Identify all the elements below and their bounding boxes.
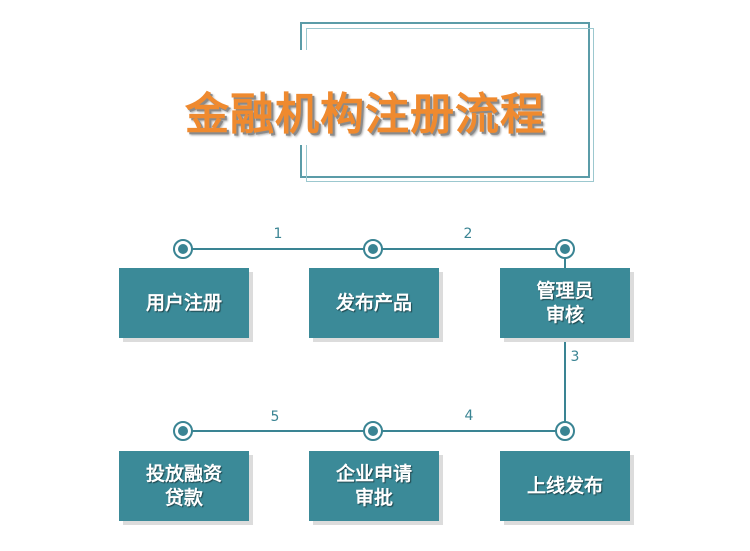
step-number-1: 1 [273, 226, 283, 242]
step-label-loan-financing: 投放融资 贷款 [145, 463, 222, 509]
node-marker-2 [363, 239, 383, 259]
step-number-5: 5 [270, 409, 280, 425]
step-box-go-live: 上线发布 [500, 451, 630, 521]
step-number-2: 2 [463, 226, 473, 242]
node-marker-5 [363, 421, 383, 441]
step-box-user-register: 用户注册 [119, 268, 249, 338]
title-frame-gap [290, 50, 310, 145]
step-label-enterprise-apply: 企业申请 审批 [335, 463, 412, 509]
step-label-admin-review: 管理员 审核 [536, 280, 594, 326]
diagram-title: 金融机构注册流程 [185, 89, 545, 140]
step-box-loan-financing: 投放融资 贷款 [119, 451, 249, 521]
step-label-user-register: 用户注册 [145, 292, 222, 314]
step-box-publish-product: 发布产品 [309, 268, 439, 338]
step-box-admin-review: 管理员 审核 [500, 268, 630, 338]
step-label-go-live: 上线发布 [526, 475, 603, 497]
step-label-publish-product: 发布产品 [335, 292, 412, 314]
node-marker-1 [173, 239, 193, 259]
node-marker-3 [555, 239, 575, 259]
step-number-3: 3 [570, 349, 580, 365]
step-number-4: 4 [464, 408, 474, 424]
node-marker-4 [555, 421, 575, 441]
node-marker-6 [173, 421, 193, 441]
step-box-enterprise-apply: 企业申请 审批 [309, 451, 439, 521]
